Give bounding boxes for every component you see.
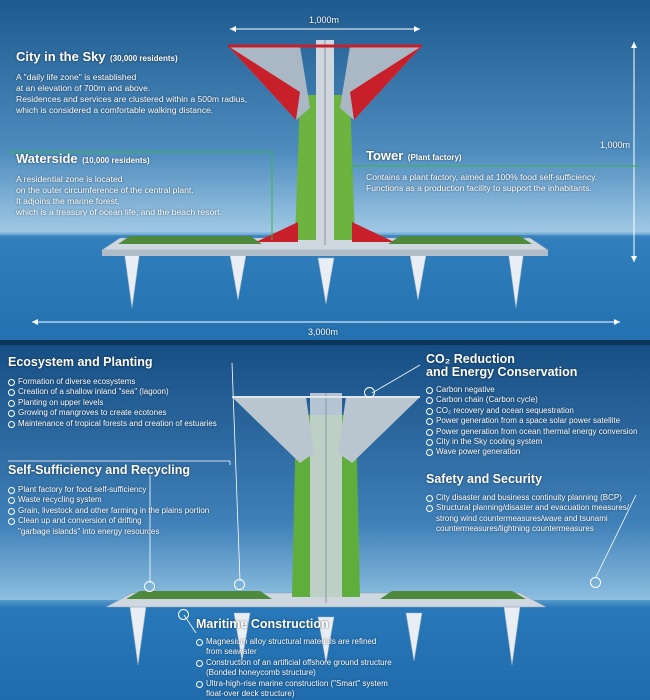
list-item: (Bonded honeycomb structure) [206, 668, 316, 678]
tower-illustration-bottom [0, 362, 650, 700]
callout-circle-maritime [178, 609, 189, 620]
list-item: Wave power generation [426, 447, 637, 457]
panel-divider [0, 340, 650, 345]
callout-circle-co2 [364, 387, 375, 398]
bottom-panel: Ecosystem and Planting Formation of dive… [0, 345, 650, 700]
maritime-list: Magnesium alloy structural materials are… [196, 637, 392, 699]
list-item: Structural planning/disaster and evacuat… [426, 503, 629, 513]
list-item: Carbon chain (Carbon cycle) [426, 395, 637, 405]
waterside-line: which is a treasury of ocean life, and t… [16, 207, 222, 217]
self-sufficiency-title: Self-Sufficiency and Recycling [8, 463, 190, 477]
list-item: City disaster and business continuity pl… [426, 493, 629, 503]
list-item: CO₂ recovery and ocean sequestration [426, 406, 637, 416]
list-item: Clean up and conversion of drifting [8, 516, 209, 526]
tower-line: Functions as a production facility to su… [366, 183, 592, 193]
dimension-right-label: 1,000m [600, 140, 631, 150]
co2-title: CO₂ Reduction and Energy Conservation [426, 353, 577, 379]
city-line: A "daily life zone" is established [16, 72, 137, 82]
list-item: Grain, livestock and other farming in th… [8, 506, 209, 516]
list-item: Formation of diverse ecosystems [8, 377, 217, 387]
tower-line: Contains a plant factory, aimed at 100% … [366, 172, 598, 182]
tower-illustration-top [0, 26, 650, 340]
list-item: Waste recycling system [8, 495, 209, 505]
callout-circle-safety [590, 577, 601, 588]
list-item: float-over deck structure) [206, 689, 295, 699]
ecosystem-list: Formation of diverse ecosystems Creation… [8, 377, 217, 429]
list-item: Power generation from a space solar powe… [426, 416, 637, 426]
tower-heading: Tower (Plant factory) [366, 147, 462, 165]
safety-title: Safety and Security [426, 472, 543, 486]
tower-subtitle: (Plant factory) [407, 153, 462, 162]
city-line: Residences and services are clustered wi… [16, 94, 248, 104]
waterside-residents: (10,000 residents) [82, 156, 150, 165]
list-item: strong wind countermeasures/wave and tsu… [436, 513, 608, 523]
list-item: City in the Sky cooling system [426, 437, 637, 447]
list-item: Creation of a shallow inland "sea" (lago… [8, 387, 217, 397]
tower-description: Contains a plant factory, aimed at 100% … [366, 172, 597, 194]
co2-title-line-b: and Energy Conservation [426, 365, 578, 379]
city-in-sky-residents: (30,000 residents) [110, 54, 178, 63]
city-in-sky-title: City in the Sky [16, 49, 106, 64]
dimension-bottom-label: 3,000m [308, 327, 339, 337]
top-panel: 1,000m 1,000m 3,000m City in the Sky (30… [0, 0, 650, 340]
ecosystem-title: Ecosystem and Planting [8, 355, 153, 369]
safety-list: City disaster and business continuity pl… [426, 493, 629, 535]
dimension-top-label: 1,000m [309, 15, 340, 25]
maritime-title: Maritime Construction [196, 617, 329, 631]
co2-list: Carbon negative Carbon chain (Carbon cyc… [426, 385, 637, 458]
waterside-line: A residential zone is located [16, 174, 123, 184]
self-sufficiency-list: Plant factory for food self-sufficiency … [8, 485, 209, 537]
list-item: from seawater [206, 647, 257, 657]
list-item: Growing of mangroves to create ecotones [8, 408, 217, 418]
city-line: which is considered a comfortable walkin… [16, 105, 214, 115]
co2-title-line-a: CO₂ Reduction [426, 352, 515, 366]
waterside-heading: Waterside (10,000 residents) [16, 150, 150, 168]
list-item: Construction of an artificial offshore g… [196, 658, 392, 668]
list-item: Ultra-high-rise marine construction ("Sm… [196, 679, 392, 689]
waterside-title: Waterside [16, 151, 78, 166]
list-item: Maintenance of tropical forests and crea… [8, 419, 217, 429]
list-item: Magnesium alloy structural materials are… [196, 637, 392, 647]
waterside-line: It adjoins the marine forest, [16, 196, 120, 206]
list-item: Carbon negative [426, 385, 637, 395]
callout-circle-ecosystem [234, 579, 245, 590]
list-item: countermeasures/lightning countermeasure… [436, 524, 594, 534]
list-item: "garbage islands" into energy resources [18, 526, 160, 536]
list-item: Planting on upper levels [8, 398, 217, 408]
city-in-sky-description: A "daily life zone" is established at an… [16, 72, 247, 116]
list-item: Power generation from ocean thermal ener… [426, 427, 637, 437]
waterside-line: on the outer circumference of the centra… [16, 185, 194, 195]
waterside-description: A residential zone is located on the out… [16, 174, 222, 218]
list-item: Plant factory for food self-sufficiency [8, 485, 209, 495]
tower-title: Tower [366, 148, 404, 163]
city-in-sky-heading: City in the Sky (30,000 residents) [16, 48, 178, 66]
city-line: at an elevation of 700m and above. [16, 83, 151, 93]
callout-circle-self-sufficiency [144, 581, 155, 592]
